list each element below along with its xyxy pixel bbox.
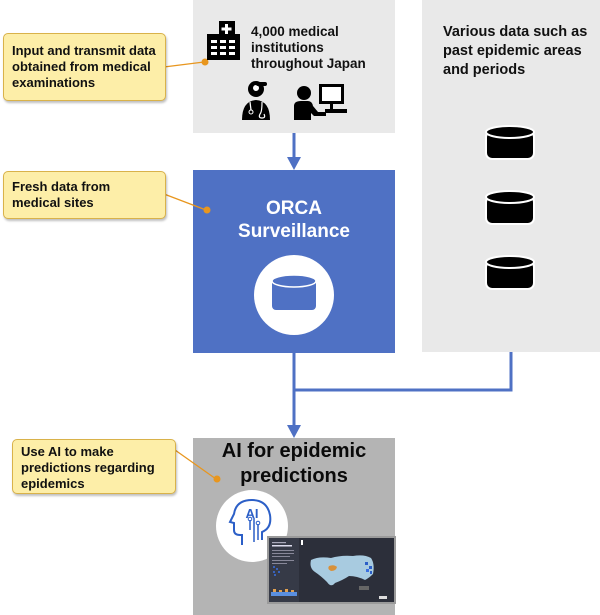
various-data-title: Various data such as past epidemic areas… xyxy=(443,24,588,78)
institutions-title: 4,000 medical institutions throughout Ja… xyxy=(251,24,366,71)
callout-dot-fresh xyxy=(203,206,211,214)
callout-input-transmit: Input and transmit data obtained from me… xyxy=(3,33,166,101)
dashboard-button xyxy=(379,596,387,599)
callout-dot-input xyxy=(201,58,209,66)
callout-fresh-text: Fresh data from medical sites xyxy=(12,179,111,210)
various-data-panel xyxy=(422,0,600,352)
connector-various-data xyxy=(294,352,513,392)
epidemic-dashboard-screenshot xyxy=(267,536,396,604)
orca-title-line1: ORCA xyxy=(266,198,322,219)
arrowhead-orca xyxy=(287,157,301,170)
callout-leader-ai xyxy=(174,449,217,480)
callout-ai-predictions: Use AI to make predictions regarding epi… xyxy=(12,439,176,494)
callout-leader-fresh xyxy=(163,193,207,211)
arrowhead-ai xyxy=(287,425,301,438)
callout-dot-ai xyxy=(213,475,221,483)
callout-leader-input xyxy=(163,61,205,68)
dashboard-tokyo-map xyxy=(310,555,374,586)
ai-title: AI for epidemic predictions xyxy=(221,440,367,487)
callout-ai-text: Use AI to make predictions regarding epi… xyxy=(21,444,155,491)
dashboard-bar-chart xyxy=(271,589,297,596)
dashboard-toggle xyxy=(301,540,303,545)
callout-input-text: Input and transmit data obtained from me… xyxy=(12,43,156,90)
dashboard-legend xyxy=(359,586,369,590)
dashboard-sidebar-text xyxy=(272,542,294,576)
callout-fresh-data: Fresh data from medical sites xyxy=(3,171,166,219)
orca-title-line2: Surveillance xyxy=(238,221,350,242)
